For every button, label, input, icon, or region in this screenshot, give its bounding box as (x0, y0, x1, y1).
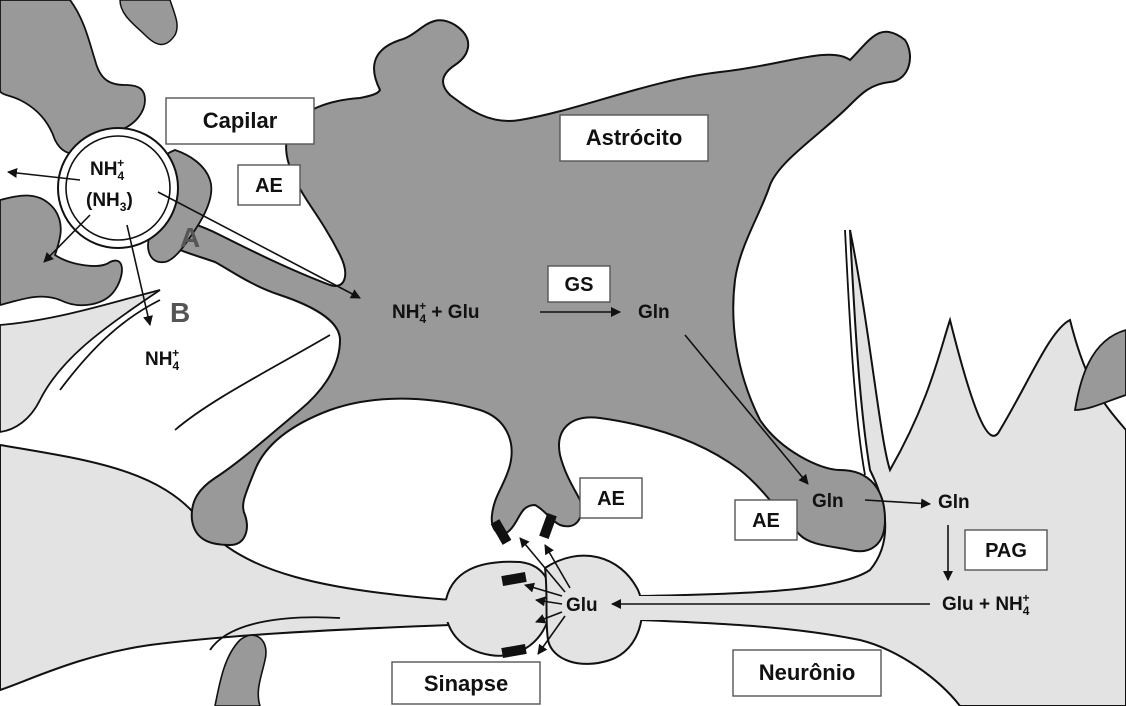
svg-text:Sinapse: Sinapse (424, 671, 508, 696)
neuron-glu-nh4: Glu + NH4+ (942, 591, 1030, 618)
svg-text:Capilar: Capilar (203, 108, 278, 133)
svg-text:Neurônio: Neurônio (759, 660, 856, 685)
neuronio-label: Neurônio (733, 650, 881, 696)
astrocyte-fragment-lower (215, 635, 266, 706)
svg-text:AE: AE (597, 488, 625, 510)
endfoot-gln: Gln (812, 491, 844, 512)
svg-text:AE: AE (752, 510, 780, 532)
letter-a: A (180, 222, 200, 253)
capillary-nh3: (NH3) (86, 190, 133, 214)
neuron-gln: Gln (938, 492, 970, 513)
free-nh4: NH4+ (145, 346, 179, 373)
pag-label: PAG (965, 530, 1047, 570)
sinapse-label: Sinapse (392, 662, 540, 704)
ae-label-top: AE (238, 165, 300, 205)
svg-text:PAG: PAG (985, 540, 1027, 562)
reaction-product-gln: Gln (638, 302, 670, 323)
ae-label-right: AE (735, 500, 797, 540)
synapse-glu: Glu (566, 595, 598, 616)
ae-label-mid: AE (580, 478, 642, 518)
svg-text:Astrócito: Astrócito (586, 125, 683, 150)
astrocito-label: Astrócito (560, 115, 708, 161)
letter-b: B (170, 297, 190, 328)
svg-text:GS: GS (565, 274, 594, 296)
gs-label: GS (548, 266, 610, 302)
reaction-substrates: NH4+ + Glu (392, 299, 479, 326)
svg-text:AE: AE (255, 175, 283, 197)
capillary-nh4: NH4+ (90, 156, 124, 183)
presynaptic-terminal (410, 562, 551, 656)
capilar-label: Capilar (166, 98, 314, 144)
